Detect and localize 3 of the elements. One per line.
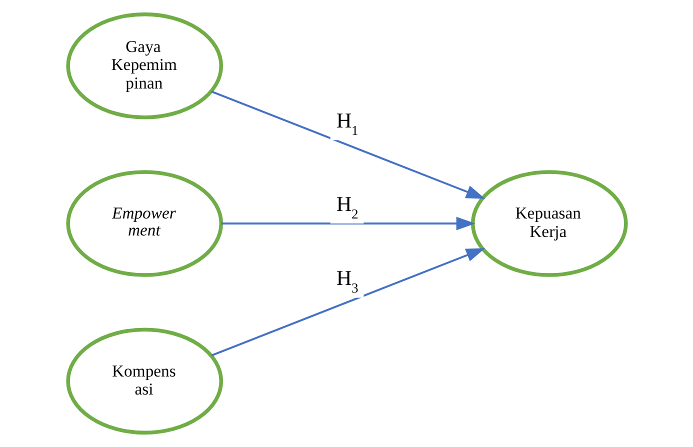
edge-label: H$_{2}$ (336, 192, 358, 222)
edge-label: H$_{3}$ (336, 266, 358, 296)
edge-label: H$_{1}$ (336, 108, 358, 138)
